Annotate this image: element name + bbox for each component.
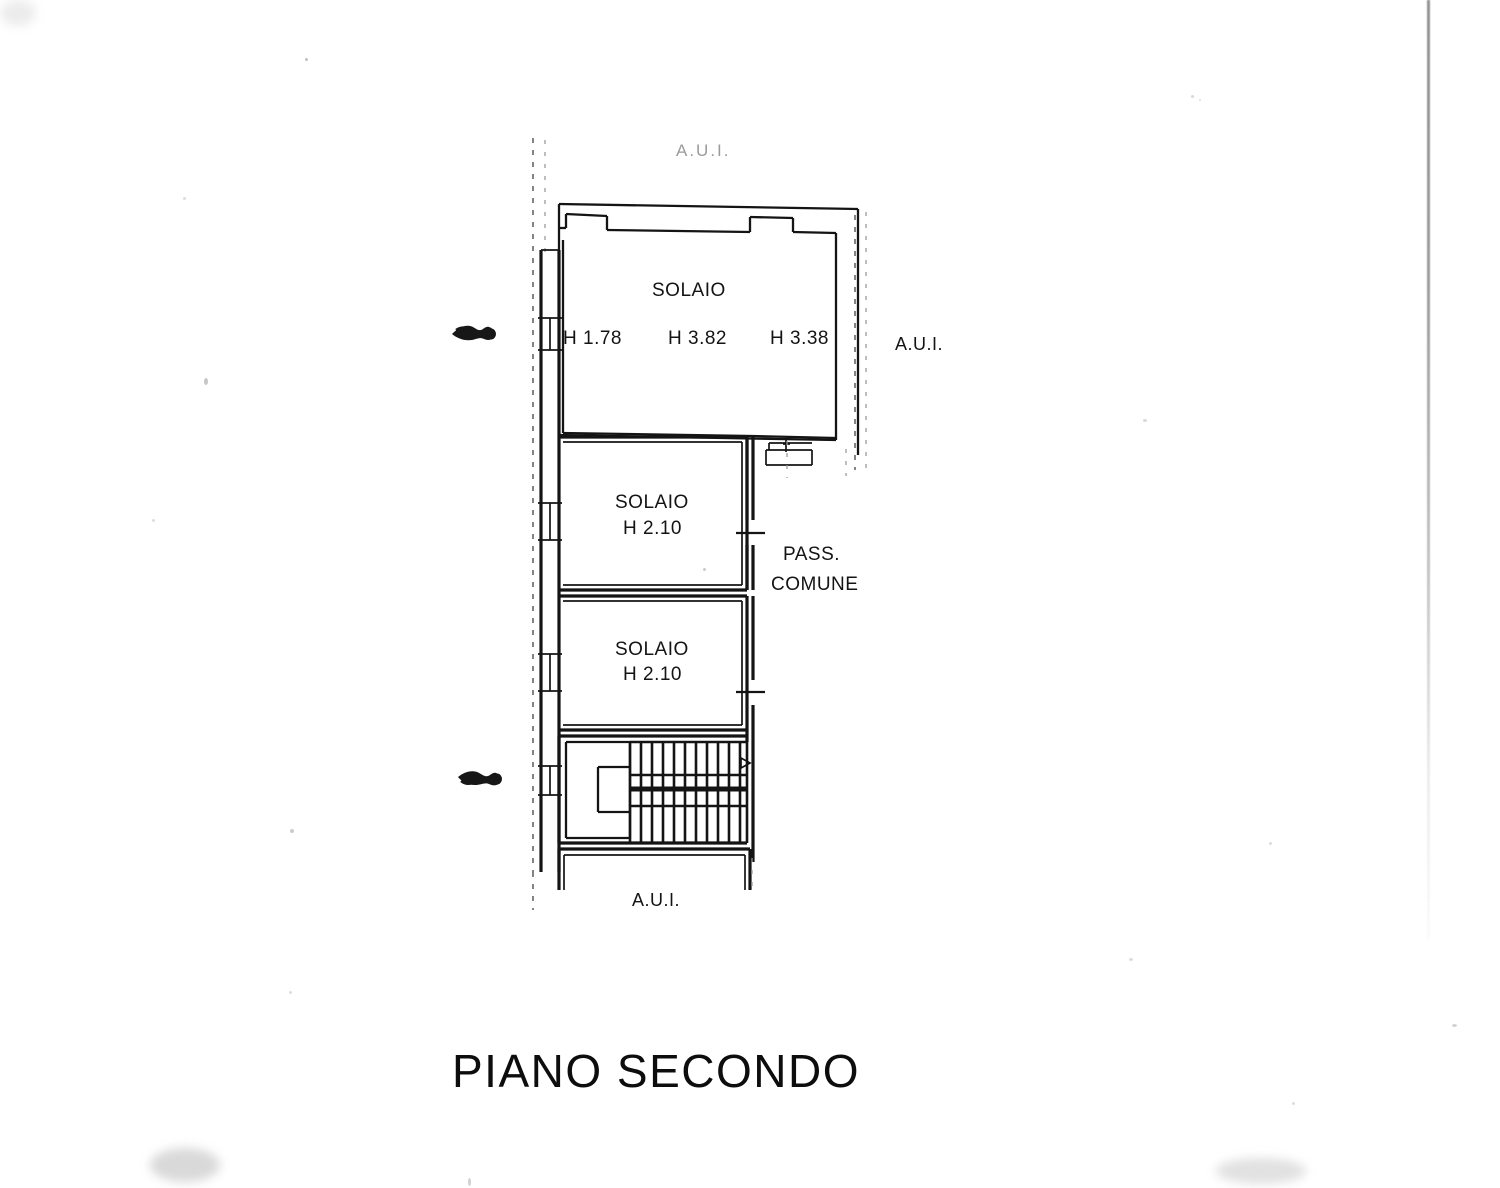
scan-smudge-bottom-right	[1216, 1158, 1306, 1184]
dust-speck	[183, 197, 186, 200]
left-perimeter-wall	[538, 249, 562, 872]
label-aui-bottom: A.U.I.	[632, 890, 681, 910]
dust-speck	[1129, 958, 1133, 961]
stairwell	[557, 734, 752, 845]
room-bottom-aui-walls	[532, 847, 753, 910]
page-title: PIANO SECONDO	[452, 1045, 861, 1097]
dust-speck	[1143, 419, 1147, 422]
room-solaio-sud-walls	[559, 594, 765, 732]
property-boundary-lines	[532, 138, 867, 872]
dust-speck	[289, 991, 292, 994]
room-solaio-centro-walls	[559, 435, 765, 592]
label-pass-comune-line1: PASS.	[783, 544, 841, 565]
label-height-2-10-sud: H 2.10	[623, 664, 682, 685]
scan-smudge-top-left	[0, 0, 36, 26]
dust-speck	[1292, 1102, 1295, 1105]
ink-arrow-marker-upper	[452, 325, 496, 341]
label-height-3-38: H 3.38	[770, 328, 829, 349]
dust-speck	[703, 568, 706, 571]
stair-direction-arrow-icon	[740, 756, 752, 770]
label-height-1-78: H 1.78	[563, 328, 622, 349]
label-room-solaio-centro: SOLAIO	[615, 492, 689, 513]
label-height-3-82: H 3.82	[668, 328, 727, 349]
ink-arrow-marker-lower	[458, 771, 502, 786]
scan-smudge-bottom-left	[150, 1148, 220, 1182]
dust-speck	[152, 519, 155, 522]
stair-treads-upper	[628, 740, 749, 789]
window-opening	[538, 502, 562, 541]
scan-streak-artifact	[1427, 0, 1430, 940]
label-pass-comune-line2: COMUNE	[771, 574, 859, 595]
dust-speck	[1191, 95, 1194, 98]
label-aui-top: A.U.I.	[676, 141, 731, 160]
dust-speck	[1452, 1024, 1457, 1027]
balcony-landing	[765, 440, 813, 478]
window-opening	[538, 653, 562, 692]
dust-speck	[290, 829, 294, 833]
label-height-2-10-centro: H 2.10	[623, 518, 682, 539]
window-opening	[538, 317, 562, 351]
label-aui-right: A.U.I.	[895, 334, 944, 354]
dust-speck	[1269, 842, 1272, 845]
dust-speck	[305, 58, 308, 61]
label-room-solaio-sud: SOLAIO	[615, 639, 689, 660]
dust-speck	[204, 378, 208, 385]
label-room-solaio-nord: SOLAIO	[652, 280, 726, 301]
dust-speck	[468, 1178, 471, 1186]
dust-speck	[1199, 99, 1201, 101]
stair-treads-lower	[628, 789, 749, 845]
